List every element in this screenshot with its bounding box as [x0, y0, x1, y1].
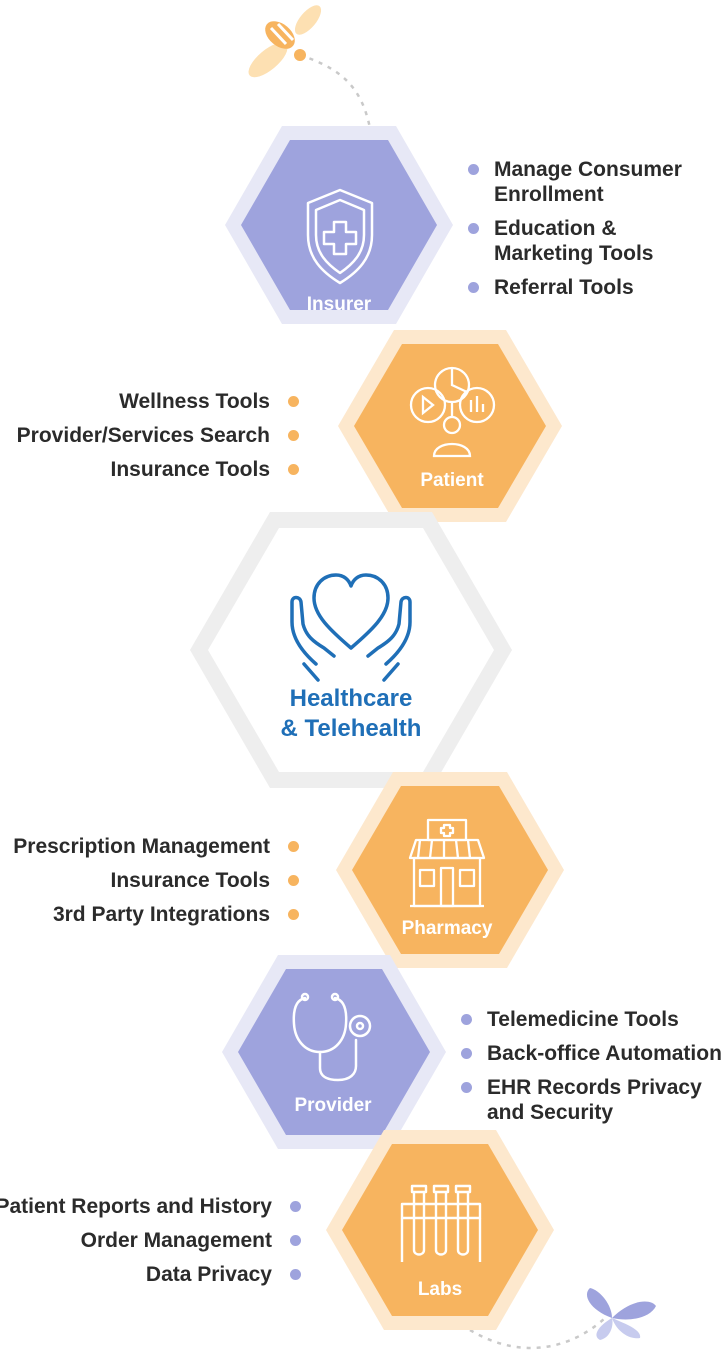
bullet-dot [461, 1048, 472, 1059]
list-item: Insurance Tools [17, 457, 300, 482]
list-item: Telemedicine Tools [461, 1007, 722, 1032]
list-item: Data Privacy [0, 1262, 302, 1287]
list-item: 3rd Party Integrations [13, 902, 300, 927]
bullet-dot [461, 1082, 472, 1093]
list-item: EHR Records Privacy and Security [461, 1075, 722, 1125]
stethoscope-icon [292, 992, 372, 1082]
list-item: Insurance Tools [13, 868, 300, 893]
patient-hexagon [338, 330, 562, 522]
list-item: Manage Consumer Enrollment [468, 157, 682, 207]
labs-feature-list: Patient Reports and History Order Manage… [0, 1194, 302, 1287]
pharmacy-feature-list: Prescription Management Insurance Tools … [13, 834, 300, 927]
list-item: Back-office Automation [461, 1041, 722, 1066]
labs-label: Labs [417, 1279, 463, 1300]
labs-hexagon [326, 1130, 554, 1330]
list-item: Prescription Management [13, 834, 300, 859]
insurer-label: Insurer [306, 294, 372, 315]
list-item: Education & Marketing Tools [468, 216, 682, 266]
patient-feature-list: Wellness Tools Provider/Services Search … [17, 389, 300, 482]
bullet-dot [290, 1235, 301, 1246]
bullet-dot [288, 430, 299, 441]
provider-label: Provider [294, 1095, 372, 1116]
bullet-dot [288, 464, 299, 475]
bee-trail [299, 53, 374, 141]
bee-icon [248, 5, 322, 78]
bullet-dot [288, 396, 299, 407]
provider-hexagon [222, 955, 446, 1149]
patient-media-icon [409, 366, 496, 458]
center-title-line2: & Telehealth [280, 715, 422, 742]
provider-feature-list: Telemedicine Tools Back-office Automatio… [461, 1007, 722, 1125]
bullet-dot [288, 841, 299, 852]
center-title: Healthcare & Telehealth [221, 684, 481, 744]
list-item: Provider/Services Search [17, 423, 300, 448]
pharmacy-store-icon [408, 818, 486, 908]
shield-cross-icon [306, 188, 374, 285]
test-tubes-icon [400, 1184, 482, 1262]
bullet-dot [288, 909, 299, 920]
list-item: Wellness Tools [17, 389, 300, 414]
bullet-dot [461, 1014, 472, 1025]
bullet-dot [468, 223, 479, 234]
patient-label: Patient [420, 470, 484, 491]
heart-hands-icon [290, 573, 412, 682]
bullet-dot [468, 282, 479, 293]
bullet-dot [468, 164, 479, 175]
center-title-line1: Healthcare [289, 685, 413, 712]
list-item: Order Management [0, 1228, 302, 1253]
center-hexagon [190, 512, 512, 788]
insurer-hexagon [225, 126, 453, 324]
butterfly-icon [586, 1288, 656, 1340]
bullet-dot [290, 1269, 301, 1280]
pharmacy-label: Pharmacy [401, 918, 493, 939]
insurer-feature-list: Manage Consumer Enrollment Education & M… [468, 157, 682, 300]
pharmacy-hexagon [336, 772, 564, 968]
bullet-dot [288, 875, 299, 886]
list-item: Referral Tools [468, 275, 682, 300]
bullet-dot [290, 1201, 301, 1212]
list-item: Patient Reports and History [0, 1194, 302, 1219]
